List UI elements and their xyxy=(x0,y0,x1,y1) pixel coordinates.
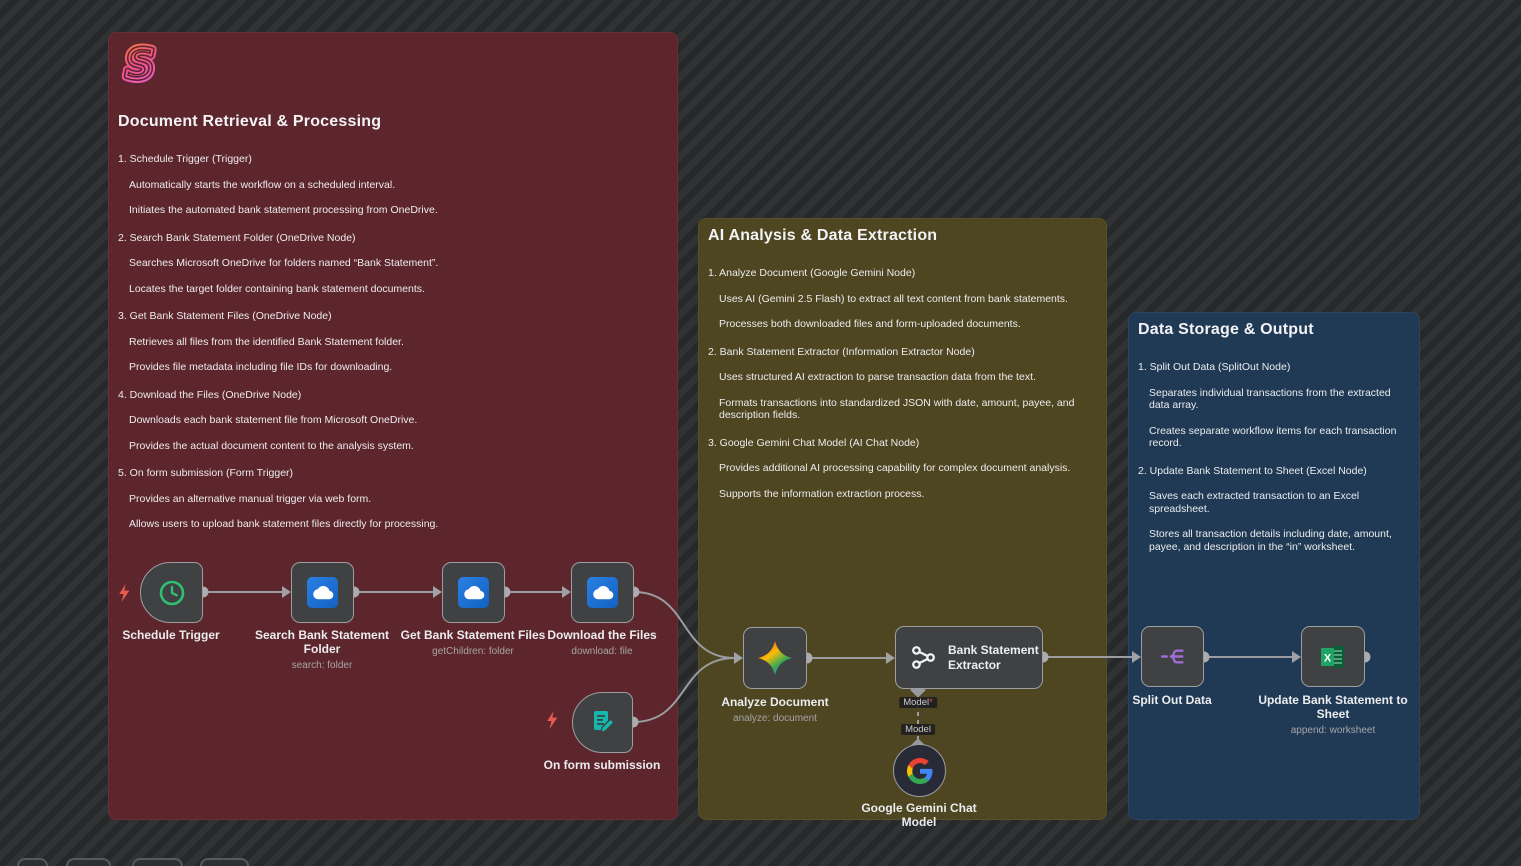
node-google-gemini-chat-model[interactable] xyxy=(893,744,946,797)
onedrive-icon xyxy=(307,577,338,608)
sticky-note-document-retrieval[interactable]: S S S Document Retrieval & Processing 1.… xyxy=(108,32,678,820)
node-label-download-files: Download the Files download: file xyxy=(517,628,687,659)
node-label-schedule-trigger: Schedule Trigger xyxy=(122,628,220,642)
note-paragraph: Provides additional AI processing capabi… xyxy=(719,462,1071,474)
node-label-update-sheet: Update Bank Statement to Sheet append: w… xyxy=(1258,693,1408,736)
node-search-bank-statement-folder[interactable] xyxy=(291,562,354,623)
note-body: 1. Analyze Document (Google Gemini Node)… xyxy=(708,267,1094,500)
node-label-analyze-document: Analyze Document analyze: document xyxy=(690,695,860,726)
note-paragraph: Provides the actual document content to … xyxy=(129,439,414,452)
note-title-data-storage: Data Storage & Output xyxy=(1138,321,1314,338)
node-split-out-data[interactable] xyxy=(1141,626,1204,687)
note-paragraph: Downloads each bank statement file from … xyxy=(129,414,418,426)
node-subtitle: download: file xyxy=(571,646,633,657)
note-item-heading: 1. Split Out Data (SplitOut Node) xyxy=(1138,361,1291,373)
note-paragraph: Retrieves all files from the identified … xyxy=(129,335,404,348)
note-paragraph: Formats transactions into standardized J… xyxy=(719,396,1075,422)
trigger-bolt-icon xyxy=(119,584,130,602)
note-paragraph: Stores all transaction details including… xyxy=(1149,528,1392,553)
svg-text:S: S xyxy=(126,42,155,85)
canvas-control-button[interactable] xyxy=(132,858,183,866)
note-paragraph: Automatically starts the workflow on a s… xyxy=(129,178,396,191)
node-subtitle: analyze: document xyxy=(733,713,817,724)
node-schedule-trigger[interactable] xyxy=(140,562,203,623)
note-body: 1. Schedule Trigger (Trigger) Automatica… xyxy=(118,153,665,531)
note-paragraph: Uses AI (Gemini 2.5 Flash) to extract al… xyxy=(719,292,1068,305)
note-item-heading: 3. Get Bank Statement Files (OneDrive No… xyxy=(118,310,332,322)
note-item-heading: 4. Download the Files (OneDrive Node) xyxy=(118,388,302,401)
note-paragraph: Saves each extracted transaction to an E… xyxy=(1149,490,1360,515)
node-on-form-submission[interactable] xyxy=(572,692,633,753)
note-paragraph: Separates individual transactions from t… xyxy=(1149,386,1391,412)
node-subtitle: search: folder xyxy=(291,660,353,671)
note-item-heading: 2. Bank Statement Extractor (Information… xyxy=(708,345,975,358)
note-title-ai-analysis: AI Analysis & Data Extraction xyxy=(708,227,938,244)
note-item-heading: 2. Update Bank Statement to Sheet (Excel… xyxy=(1138,464,1367,477)
model-connection-badge: Model xyxy=(901,724,935,735)
svg-text:S: S xyxy=(126,42,155,85)
excel-icon: X xyxy=(1321,645,1344,668)
note-item-heading: 2. Search Bank Statement Folder (OneDriv… xyxy=(118,231,356,244)
note-paragraph: Searches Microsoft OneDrive for folders … xyxy=(129,257,439,269)
svg-text:S: S xyxy=(126,42,155,85)
note-paragraph: Provides file metadata including file ID… xyxy=(129,361,393,373)
s-logo-icon: S S S xyxy=(121,41,159,85)
note-item-heading: 1. Analyze Document (Google Gemini Node) xyxy=(708,267,916,279)
note-item-heading: 3. Google Gemini Chat Model (AI Chat Nod… xyxy=(708,436,920,449)
note-paragraph: Locates the target folder containing ban… xyxy=(129,282,425,295)
form-icon xyxy=(593,710,615,734)
note-paragraph: Processes both downloaded files and form… xyxy=(719,318,1021,330)
note-paragraph: Uses structured AI extraction to parse t… xyxy=(719,371,1036,383)
note-paragraph: Creates separate workflow items for each… xyxy=(1149,424,1397,450)
canvas-control-button[interactable] xyxy=(17,858,48,866)
note-body: 1. Split Out Data (SplitOut Node) Separa… xyxy=(1138,361,1407,553)
sticky-note-ai-analysis[interactable]: AI Analysis & Data Extraction 1. Analyze… xyxy=(698,218,1107,820)
node-bank-statement-extractor[interactable]: Bank Statement Extractor xyxy=(895,626,1043,689)
note-item-heading: 5. On form submission (Form Trigger) xyxy=(118,467,294,479)
model-port-badge: Model* xyxy=(899,697,937,708)
node-get-bank-statement-files[interactable] xyxy=(442,562,505,623)
node-label-get-files: Get Bank Statement Files getChildren: fo… xyxy=(385,628,561,659)
node-label-search-folder: Search Bank Statement Folder search: fol… xyxy=(252,628,392,673)
node-subtitle: append: worksheet xyxy=(1290,725,1376,736)
node-label-split-out-data: Split Out Data xyxy=(1132,693,1212,707)
clock-icon xyxy=(159,580,184,605)
trigger-bolt-icon xyxy=(547,711,558,729)
onedrive-icon xyxy=(458,577,489,608)
onedrive-icon xyxy=(587,577,618,608)
note-paragraph: Allows users to upload bank statement fi… xyxy=(129,518,439,530)
svg-text:X: X xyxy=(1324,652,1332,664)
note-paragraph: Supports the information extraction proc… xyxy=(719,487,925,500)
google-g-icon xyxy=(906,757,932,784)
required-asterisk: * xyxy=(929,697,933,708)
node-analyze-document[interactable] xyxy=(743,627,807,689)
node-download-the-files[interactable] xyxy=(571,562,634,623)
note-item-heading: 1. Schedule Trigger (Trigger) xyxy=(118,153,252,165)
node-label-form-submission: On form submission xyxy=(543,758,661,772)
extractor-icon xyxy=(912,646,935,669)
canvas-control-button[interactable] xyxy=(200,858,249,866)
note-paragraph: Provides an alternative manual trigger v… xyxy=(129,492,372,505)
sticky-note-data-storage[interactable]: Data Storage & Output 1. Split Out Data … xyxy=(1128,312,1420,820)
node-update-bank-statement-to-sheet[interactable]: X xyxy=(1301,626,1365,687)
node-label-gemini-chat-model: Google Gemini Chat Model xyxy=(861,801,977,829)
note-title-document-retrieval: Document Retrieval & Processing xyxy=(118,113,382,130)
node-subtitle: getChildren: folder xyxy=(432,646,514,657)
node-inner-label-extractor: Bank Statement Extractor xyxy=(948,642,1039,672)
canvas-control-button[interactable] xyxy=(66,858,111,866)
note-paragraph: Initiates the automated bank statement p… xyxy=(129,204,438,216)
gemini-sparkle-icon xyxy=(758,641,792,675)
split-out-icon xyxy=(1160,649,1184,664)
